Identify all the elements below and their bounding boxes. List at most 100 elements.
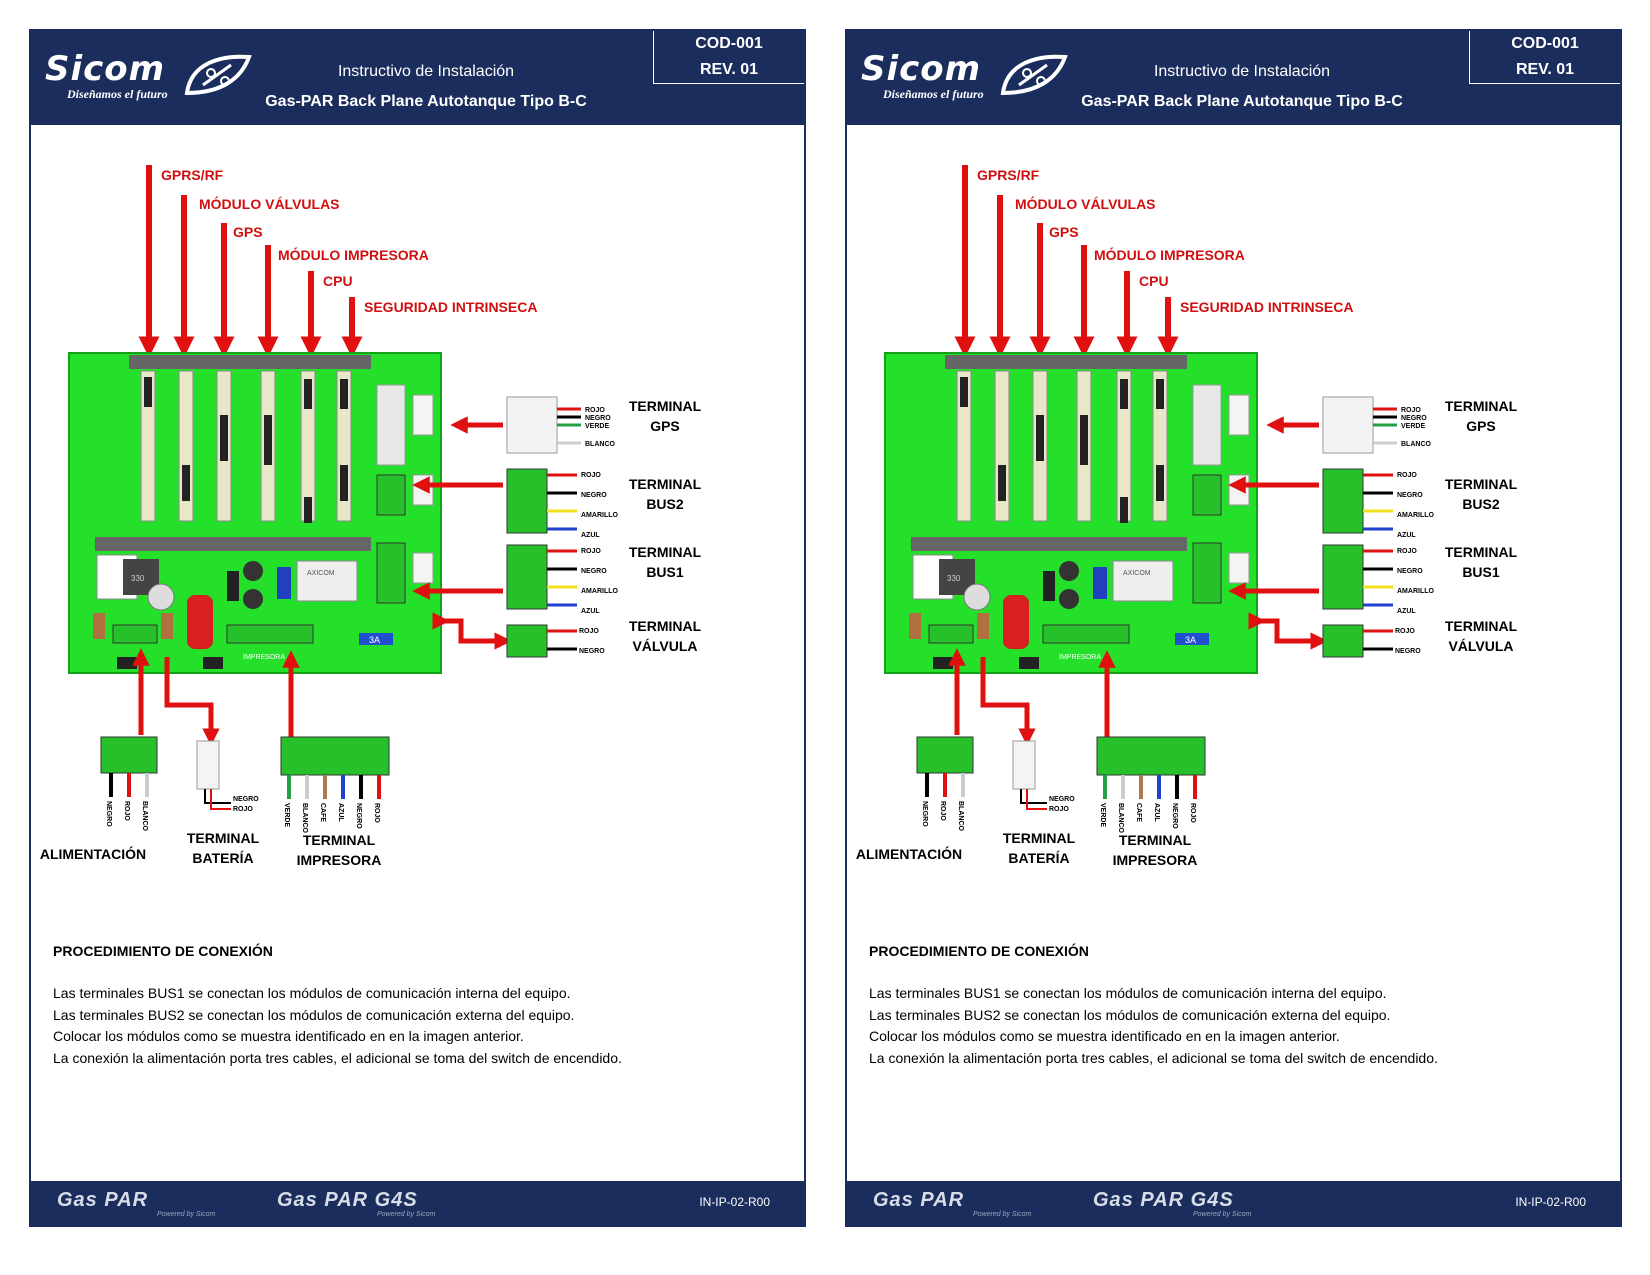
svg-text:BLANCO: BLANCO [141,801,148,831]
document-subtitle: Gas-PAR Back Plane Autotanque Tipo B-C [265,93,587,110]
document-number: IN-IP-02-R00 [699,1195,770,1209]
label-cpu: CPU [1139,273,1169,289]
page-header: Sicom Diseñamos el futuro Instructivo de… [31,31,804,125]
svg-text:ROJO: ROJO [939,801,946,821]
code-box: COD-001 REV. 01 [1469,31,1620,84]
page-header: Sicom Diseñamos el futuro Instructivo de… [847,31,1620,125]
gaspar-g4s-logo: Gas PAR G4S [1093,1189,1234,1211]
svg-text:IMPRESORA: IMPRESORA [1059,654,1101,661]
wiring-diagram: GPRS/RF MÓDULO VÁLVULAS GPS MÓDULO IMPRE… [856,165,1518,868]
svg-text:ROJO: ROJO [581,548,601,555]
svg-text:ROJO: ROJO [1401,407,1421,414]
svg-text:BLANCO: BLANCO [1401,441,1431,448]
svg-text:NEGRO: NEGRO [1397,568,1423,575]
svg-text:CAFE: CAFE [1135,803,1142,822]
gaspar-logo: Gas PAR [873,1189,965,1211]
svg-text:IMPRESORA: IMPRESORA [1113,852,1198,868]
svg-text:BUS2: BUS2 [1462,496,1500,512]
svg-text:TERMINAL: TERMINAL [629,618,702,634]
svg-text:AMARILLO: AMARILLO [1397,588,1434,595]
svg-text:NEGRO: NEGRO [1397,492,1423,499]
svg-text:VERDE: VERDE [1099,803,1106,827]
svg-text:TERMINAL: TERMINAL [629,544,702,560]
svg-text:3A: 3A [1185,635,1196,645]
svg-text:ROJO: ROJO [1049,806,1069,813]
procedure-title: PROCEDIMIENTO DE CONEXIÓN [53,943,273,959]
svg-text:AMARILLO: AMARILLO [581,512,618,519]
svg-text:GPS: GPS [1466,418,1496,434]
procedure-line: La conexión la alimentación porta tres c… [869,1049,1438,1066]
svg-text:ROJO: ROJO [579,628,599,635]
svg-text:NEGRO: NEGRO [233,796,259,803]
svg-text:VÁLVULA: VÁLVULA [632,638,697,654]
terminal-bus2: ROJO NEGRO AMARILLO AZUL TERMINAL BUS2 [506,468,702,539]
svg-text:BATERÍA: BATERÍA [1008,850,1069,866]
procedure-line: Las terminales BUS2 se conectan los módu… [53,1006,575,1023]
terminal-bateria: NEGRO ROJO TERMINAL BATERÍA [1003,740,1076,866]
svg-text:BUS2: BUS2 [646,496,684,512]
top-arrows [138,165,363,358]
svg-text:AZUL: AZUL [581,608,600,615]
svg-text:AXICOM: AXICOM [307,570,335,577]
svg-text:NEGRO: NEGRO [585,415,611,422]
terminal-bus1: ROJO NEGRO AMARILLO AZUL TERMINAL BUS1 [1322,544,1518,615]
document-page: Sicom Diseñamos el futuro Instructivo de… [845,29,1622,1227]
terminal-valvula: ROJO NEGRO TERMINAL VÁLVULA [506,618,702,658]
label-modulo-valvulas: MÓDULO VÁLVULAS [199,195,340,212]
document-title: Instructivo de Instalación [1153,63,1331,80]
svg-text:TERMINAL: TERMINAL [1445,398,1518,414]
terminal-gps: ROJO NEGRO VERDE BLANCO TERMINAL GPS [506,396,702,454]
terminal-bus2: ROJO NEGRO AMARILLO AZUL TERMINAL BUS2 [1322,468,1518,539]
label-seguridad: SEGURIDAD INTRINSECA [1180,299,1353,315]
svg-text:NEGRO: NEGRO [1171,803,1178,829]
svg-text:ALIMENTACIÓN: ALIMENTACIÓN [856,845,962,862]
svg-text:NEGRO: NEGRO [581,568,607,575]
svg-text:TERMINAL: TERMINAL [629,398,702,414]
top-labels: GPRS/RF MÓDULO VÁLVULAS GPS MÓDULO IMPRE… [161,167,537,315]
page-footer: Gas PAR Powered by Sicom Gas PAR G4S Pow… [847,1181,1620,1225]
svg-text:ROJO: ROJO [123,801,130,821]
gaspar-g4s-logo: Gas PAR G4S [277,1189,418,1211]
svg-text:ROJO: ROJO [585,407,605,414]
svg-text:VERDE: VERDE [585,423,609,430]
svg-text:ROJO: ROJO [581,472,601,479]
procedure-line: Las terminales BUS1 se conectan los módu… [869,985,1387,1001]
sicom-logo: Sicom Diseñamos el futuro [41,47,256,107]
page-footer: Gas PAR Powered by Sicom Gas PAR G4S Pow… [31,1181,804,1225]
svg-text:BUS1: BUS1 [646,564,684,580]
terminal-impresora: VERDE BLANCO CAFE AZUL NEGRO ROJO TERMIN… [280,736,390,868]
svg-text:NEGRO: NEGRO [1395,648,1421,655]
svg-text:AMARILLO: AMARILLO [581,588,618,595]
terminal-valvula: ROJO NEGRO TERMINAL VÁLVULA [1322,618,1518,658]
svg-text:AXICOM: AXICOM [1123,570,1151,577]
svg-text:BATERÍA: BATERÍA [192,850,253,866]
code-box: COD-001 REV. 01 [653,31,804,84]
sicom-logo: Sicom Diseñamos el futuro [857,47,1072,107]
procedure-line: Las terminales BUS1 se conectan los módu… [53,985,571,1001]
svg-text:330: 330 [947,574,961,583]
svg-text:BUS1: BUS1 [1462,564,1500,580]
svg-text:CAFE: CAFE [319,803,326,822]
svg-text:AZUL: AZUL [1153,803,1160,822]
svg-text:TERMINAL: TERMINAL [629,476,702,492]
label-gps: GPS [233,224,263,240]
svg-text:ROJO: ROJO [373,803,380,823]
svg-text:GPS: GPS [650,418,680,434]
svg-text:NEGRO: NEGRO [921,801,928,827]
terminal-alimentacion: NEGRO ROJO BLANCO ALIMENTACIÓN [856,736,974,862]
terminal-impresora: VERDE BLANCO CAFE AZUL NEGRO ROJO TERMIN… [1096,736,1206,868]
svg-text:AZUL: AZUL [1397,608,1416,615]
terminal-bus1: ROJO NEGRO AMARILLO AZUL TERMINAL BUS1 [506,544,702,615]
svg-text:TERMINAL: TERMINAL [1119,832,1192,848]
label-seguridad: SEGURIDAD INTRINSECA [364,299,537,315]
top-arrows [954,165,1179,358]
document-code: COD-001 [1511,35,1579,52]
svg-text:VERDE: VERDE [1401,423,1425,430]
svg-text:330: 330 [131,574,145,583]
document-page: Sicom Diseñamos el futuro Instructivo de… [29,29,806,1227]
label-gprs: GPRS/RF [161,167,224,183]
svg-text:TERMINAL: TERMINAL [1003,830,1076,846]
procedure-line: Colocar los módulos como se muestra iden… [869,1028,1340,1044]
svg-text:NEGRO: NEGRO [1401,415,1427,422]
svg-text:BLANCO: BLANCO [957,801,964,831]
